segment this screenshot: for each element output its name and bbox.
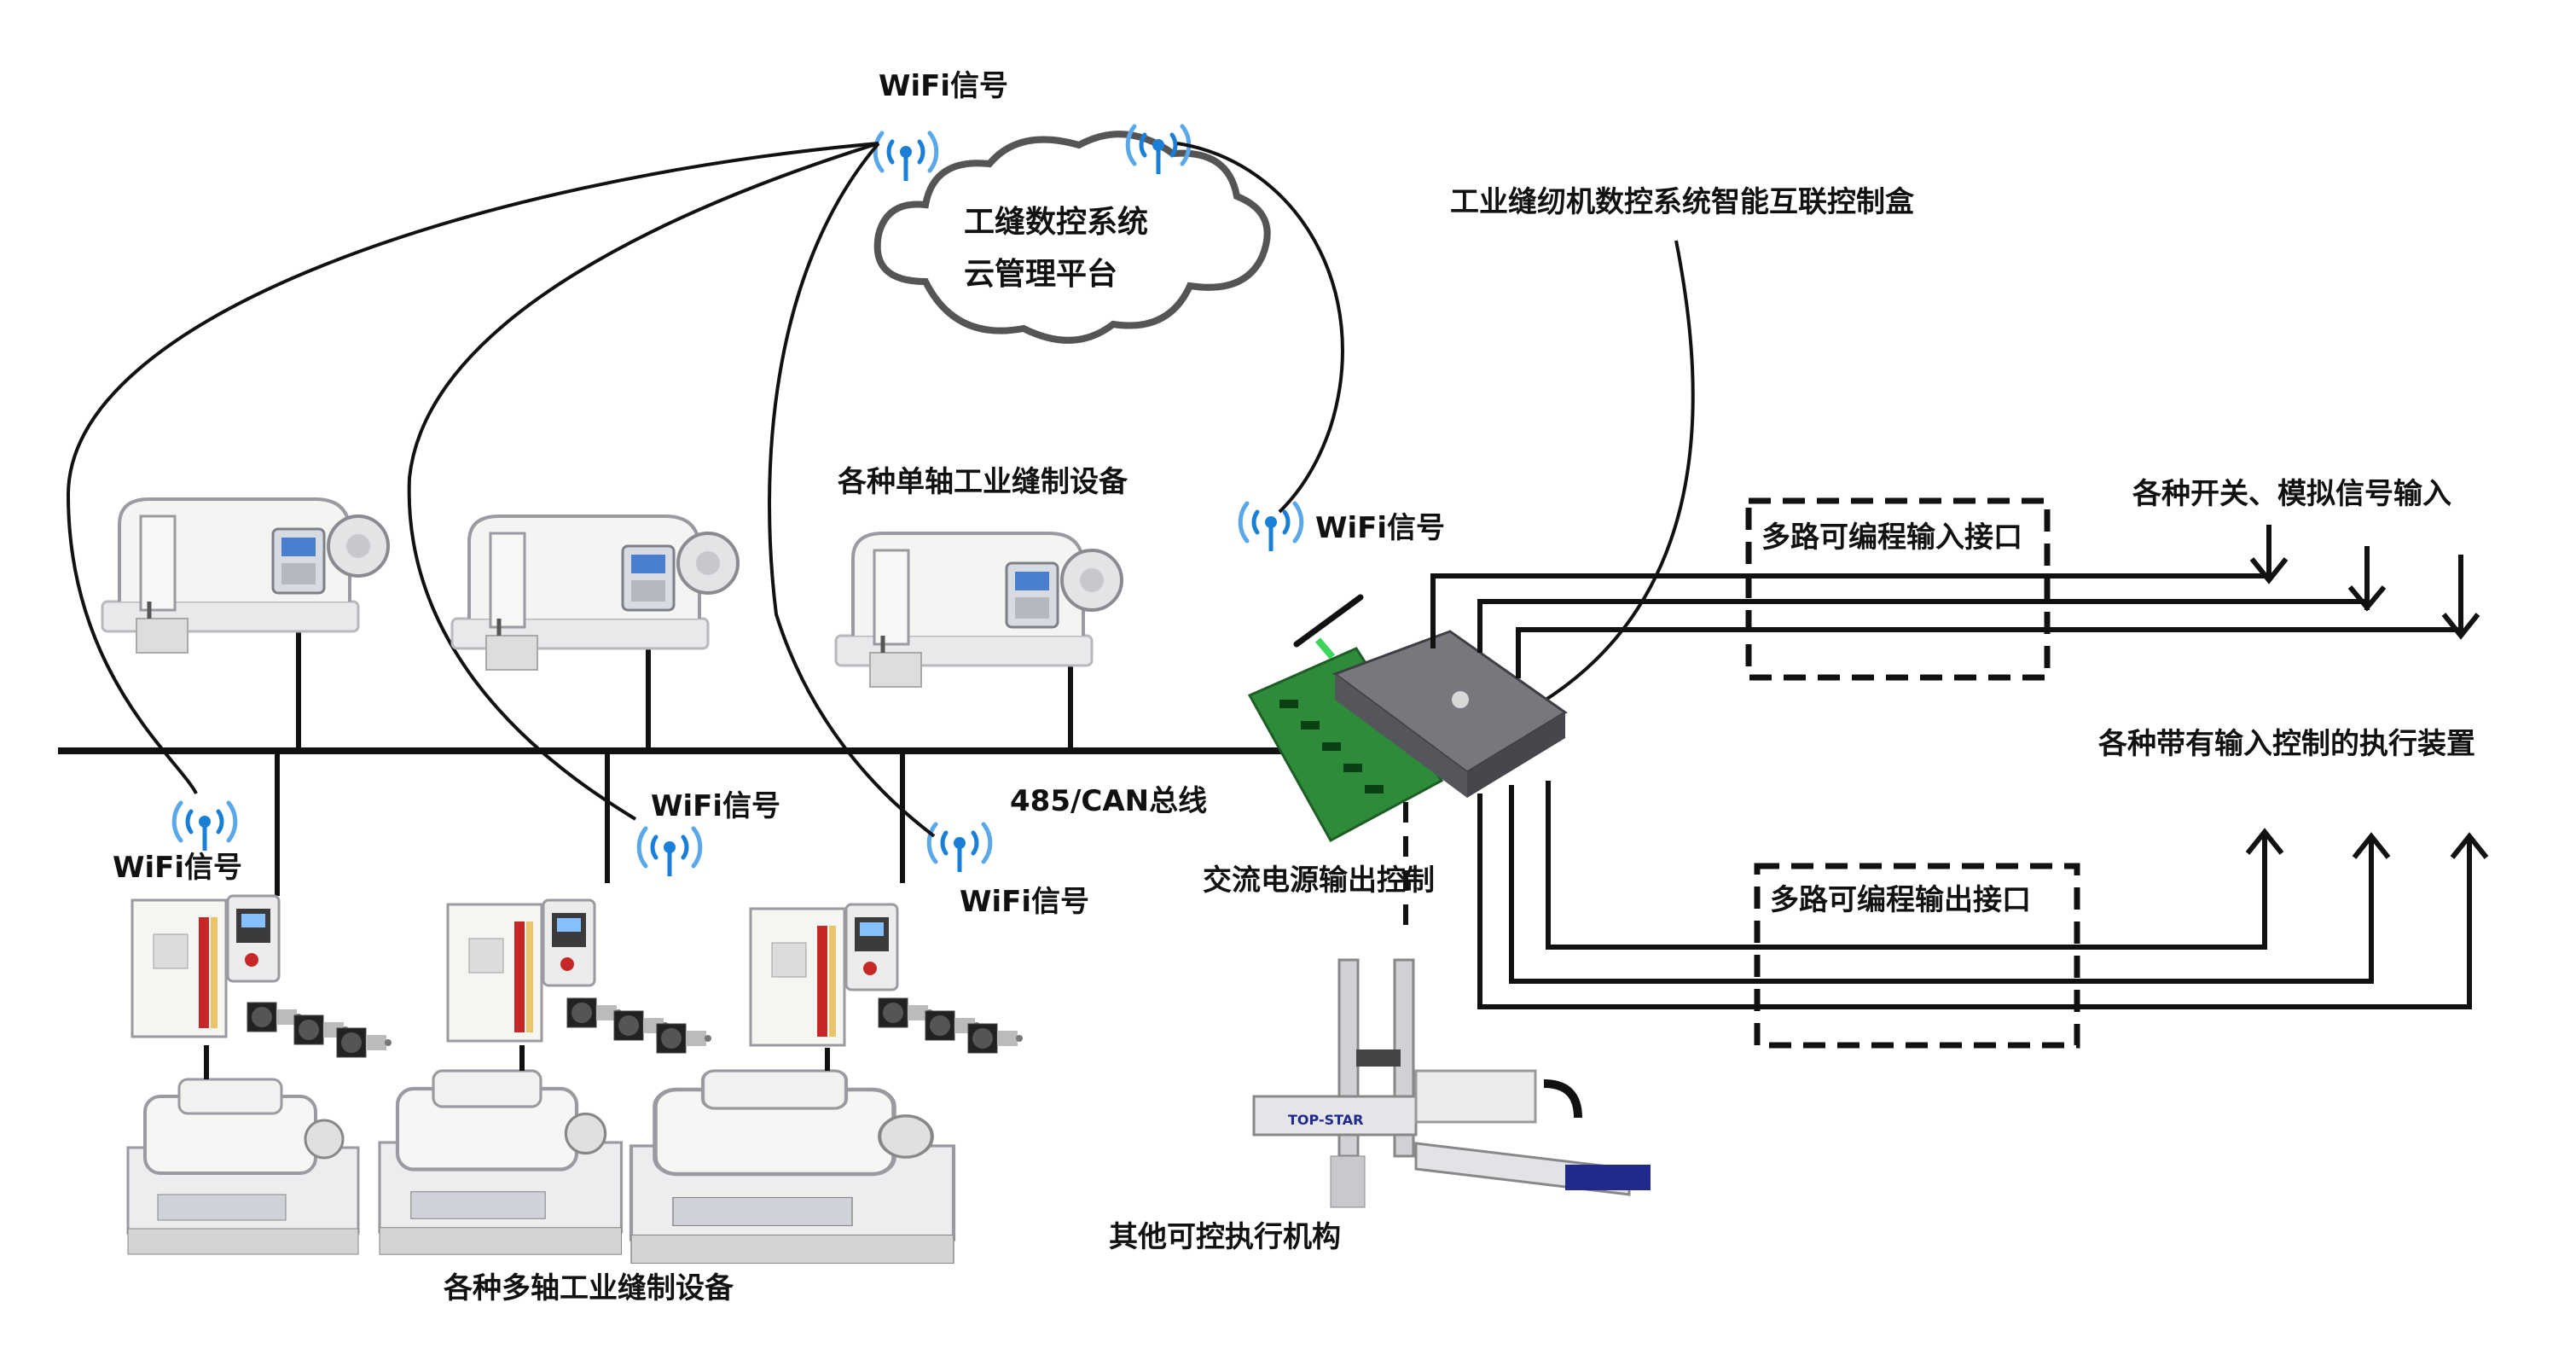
wifi-icon bbox=[1240, 503, 1302, 551]
single-axis-label: 各种单轴工业缝制设备 bbox=[838, 465, 1128, 499]
wifi-icon bbox=[875, 133, 937, 181]
servo-motor bbox=[336, 1027, 392, 1058]
ac-output-label: 交流电源输出控制 bbox=[1203, 863, 1435, 898]
output-port-label: 多路可编程输出接口 bbox=[1770, 883, 2031, 917]
wifi-label: WiFi信号 bbox=[113, 851, 243, 885]
wifi-icon bbox=[174, 803, 235, 851]
robot-brand-text: TOP-STAR bbox=[1288, 1112, 1364, 1128]
control-box bbox=[1247, 594, 1568, 843]
sewing-machine bbox=[452, 516, 738, 670]
cloud-title-line2: 云管理平台 bbox=[964, 257, 1118, 292]
inputs-label: 各种开关、模拟信号输入 bbox=[2132, 477, 2451, 511]
servo-motor bbox=[566, 997, 623, 1028]
servo-motor bbox=[967, 1023, 1024, 1054]
wifi-icon bbox=[639, 828, 700, 876]
other-actuators-label: 其他可控执行机构 bbox=[1109, 1220, 1341, 1254]
output-lines bbox=[1477, 781, 2489, 1009]
wireless-links bbox=[66, 142, 1695, 838]
pattern-sewer bbox=[380, 1071, 622, 1254]
sewing-machine bbox=[836, 533, 1122, 687]
wifi-icon bbox=[929, 824, 990, 872]
servo-motor bbox=[656, 1023, 712, 1054]
input-lines bbox=[1430, 525, 2480, 678]
robot-arm: TOP-STAR bbox=[1252, 958, 1651, 1208]
cloud-title-line1: 工缝数控系统 bbox=[964, 205, 1149, 240]
servo-motor bbox=[878, 997, 934, 1028]
wifi-label: WiFi信号 bbox=[879, 69, 1009, 103]
multi-axis-label: 各种多轴工业缝制设备 bbox=[444, 1271, 734, 1305]
actuators-label: 各种带有输入控制的执行装置 bbox=[2098, 727, 2475, 761]
wifi-label: WiFi信号 bbox=[1315, 511, 1446, 545]
wifi-label: WiFi信号 bbox=[960, 885, 1090, 919]
control-box-label: 工业缝纫机数控系统智能互联控制盒 bbox=[1450, 185, 1914, 219]
sewing-machine bbox=[102, 499, 388, 653]
pattern-sewer bbox=[126, 1078, 360, 1256]
bus-drops bbox=[275, 627, 1073, 896]
input-port-box bbox=[1745, 497, 2051, 681]
servo-cabinet bbox=[749, 903, 899, 1047]
wifi-label: WiFi信号 bbox=[651, 789, 781, 823]
input-port-label: 多路可编程输入接口 bbox=[1761, 520, 2022, 555]
pattern-sewer bbox=[631, 1071, 954, 1264]
cloud-shape bbox=[873, 131, 1271, 344]
bus-label: 485/CAN总线 bbox=[1010, 784, 1208, 818]
output-port-box bbox=[1754, 863, 2080, 1049]
servo-motor bbox=[247, 1002, 303, 1032]
